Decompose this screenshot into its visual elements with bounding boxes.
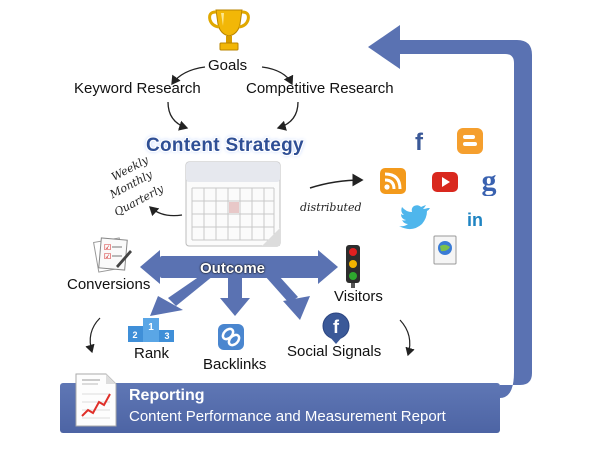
- trophy-icon: [208, 9, 250, 51]
- reporting-subtitle: Content Performance and Measurement Repo…: [129, 408, 446, 425]
- link-icon: [218, 324, 244, 350]
- distributed-label: distributed: [300, 201, 362, 214]
- backlinks-label: Backlinks: [203, 356, 267, 373]
- linkedin-icon: in: [467, 210, 483, 230]
- svg-text:f: f: [415, 129, 424, 156]
- keyword-research-label: Keyword Research: [74, 80, 201, 97]
- outcome-label: Outcome: [200, 260, 266, 277]
- keyword-to-strategy-arrow: [167, 101, 189, 131]
- checklist-icon: ☑ ☑: [93, 237, 132, 273]
- google-icon: g: [482, 164, 497, 196]
- svg-text:☑: ☑: [104, 243, 111, 252]
- calendar-icon: [185, 161, 281, 247]
- svg-text:2: 2: [132, 330, 137, 340]
- competitive-research-label: Competitive Research: [246, 80, 394, 97]
- svg-text:3: 3: [164, 331, 169, 341]
- svg-text:☑: ☑: [104, 252, 111, 261]
- reporting-bar: [60, 383, 500, 433]
- goals-to-keyword-arrow: [171, 66, 206, 86]
- distributed-arrow: [309, 173, 364, 189]
- svg-text:g: g: [482, 164, 497, 196]
- social-signals-label: Social Signals: [287, 343, 382, 360]
- traffic-light-icon: [346, 245, 360, 288]
- content-strategy-title: Content Strategy: [146, 135, 304, 156]
- feedback-loop-arrow: [368, 25, 532, 398]
- schedule-arrow: [149, 206, 183, 217]
- left-outcome-curve-arrow: [85, 317, 101, 354]
- svg-text:1: 1: [148, 322, 154, 333]
- web-icon: [433, 235, 457, 265]
- report-document-icon: [75, 373, 117, 427]
- svg-text:f: f: [333, 317, 340, 337]
- facebook-pin-icon: f: [322, 312, 350, 344]
- twitter-icon: [399, 205, 430, 230]
- goals-label: Goals: [208, 57, 248, 74]
- competitive-to-strategy-arrow: [276, 101, 299, 131]
- svg-text:in: in: [467, 210, 483, 230]
- outcome-arrows: [140, 250, 338, 320]
- rss-icon: [380, 168, 406, 194]
- facebook-icon: f: [405, 127, 433, 156]
- podium-icon: 1 2 3: [128, 318, 174, 342]
- goals-to-competitive-arrow: [261, 66, 294, 86]
- youtube-icon: [432, 172, 458, 192]
- reporting-title: Reporting: [129, 387, 205, 404]
- conversions-label: Conversions: [67, 276, 151, 293]
- blogger-icon: [457, 128, 483, 154]
- rank-label: Rank: [134, 345, 170, 362]
- visitors-label: Visitors: [334, 288, 383, 305]
- right-outcome-curve-arrow: [399, 319, 415, 357]
